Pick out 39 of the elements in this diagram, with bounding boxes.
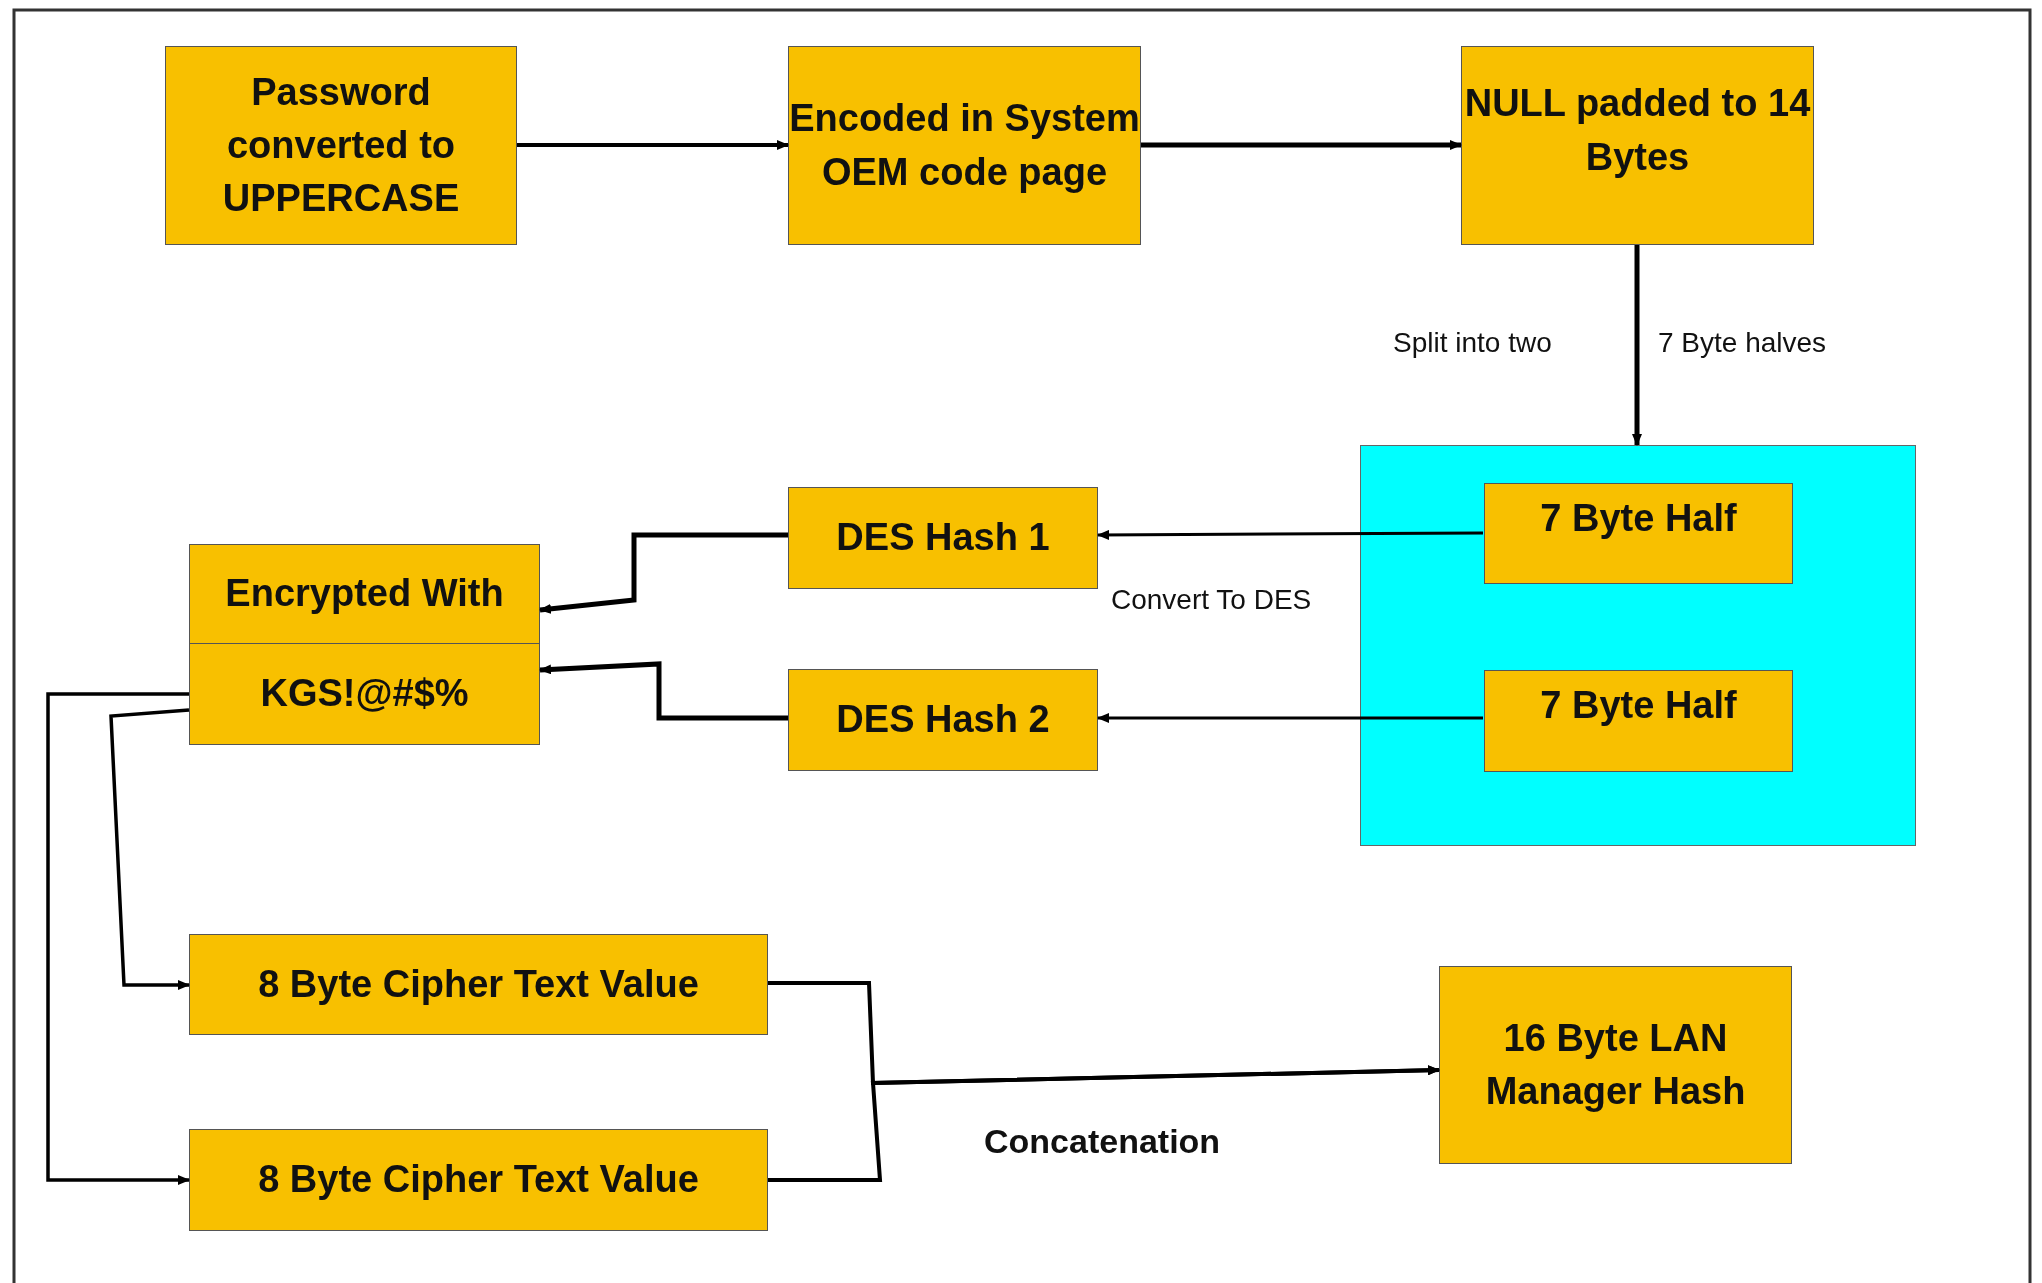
box-label: Encoded in System OEM code page — [789, 96, 1140, 195]
box-label: 7 Byte Half — [1540, 495, 1737, 541]
process-box — [788, 487, 1098, 589]
arrow — [1097, 713, 1483, 723]
box-label: Password converted to UPPERCASE — [221, 69, 461, 222]
arrow — [109, 708, 190, 990]
box-label: NULL padded to 14 Bytes — [1463, 81, 1812, 180]
arrow — [1141, 140, 1462, 150]
annotation-label: Convert To DES — [1111, 584, 1312, 616]
process-box — [165, 46, 517, 245]
process-box — [189, 643, 540, 745]
arrow — [539, 661, 788, 721]
arrow — [1632, 245, 1642, 446]
process-box — [1484, 670, 1793, 772]
arrow — [517, 140, 789, 150]
process-box — [788, 669, 1098, 771]
annotation-label: Concatenation — [984, 1122, 1221, 1161]
process-box — [1484, 483, 1793, 584]
annotation-label: Split into two — [1393, 327, 1552, 359]
group-panel — [1360, 445, 1916, 846]
process-box — [788, 46, 1141, 245]
annotation-label: 7 Byte halves — [1658, 327, 1827, 359]
box-label: 7 Byte Half — [1540, 683, 1737, 729]
process-box — [189, 1129, 768, 1231]
arrow — [1097, 529, 1483, 540]
arrow — [539, 532, 788, 614]
box-label: 16 Byte LAN Manager Hash — [1484, 1015, 1747, 1114]
process-box — [189, 934, 768, 1035]
box-label: 8 Byte Cipher Text Value — [258, 1157, 699, 1203]
box-label: KGS!@#$% — [260, 671, 469, 717]
process-box — [1439, 966, 1792, 1164]
arrow — [768, 1065, 1440, 1182]
box-label: Encrypted With — [225, 571, 504, 617]
box-label: DES Hash 2 — [836, 697, 1050, 743]
process-box — [1461, 46, 1814, 245]
arrow — [46, 692, 190, 1185]
box-label: DES Hash 1 — [836, 515, 1050, 561]
process-box — [189, 544, 540, 644]
box-label: 8 Byte Cipher Text Value — [258, 961, 699, 1007]
